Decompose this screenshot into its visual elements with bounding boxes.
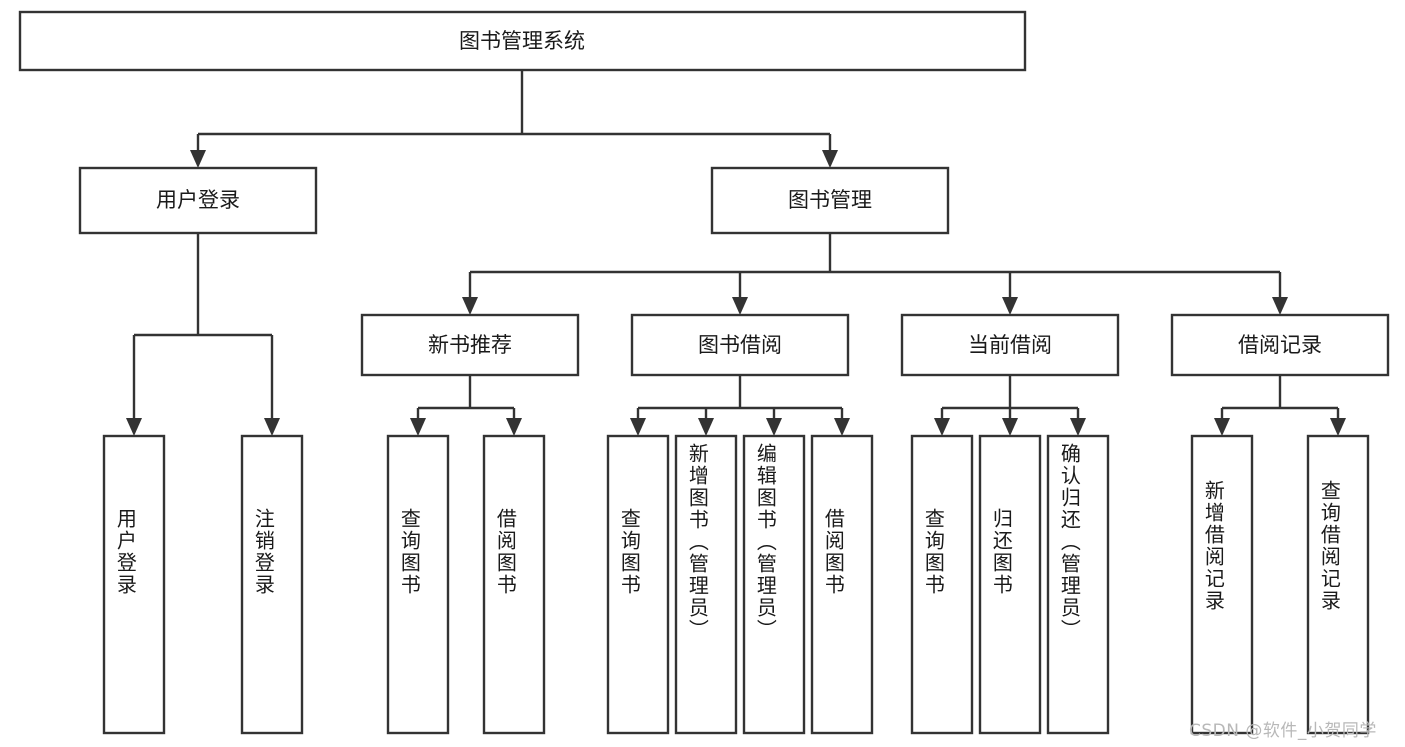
leaf-box-edit-book[interactable]	[742, 434, 806, 735]
leaf-label-logout-login: 注销登录	[251, 508, 276, 596]
arrow-head-icon	[190, 150, 206, 168]
leaf-box-user-login[interactable]	[102, 434, 166, 735]
leaf-label-query-book-1: 查询图书	[397, 508, 422, 596]
arrow-head-icon	[934, 418, 950, 436]
leaf-box-query-record[interactable]	[1306, 434, 1370, 735]
connector-book-borrow-to-leaves	[630, 375, 850, 436]
book-borrow-box	[630, 313, 850, 377]
leaf-box-add-book[interactable]	[674, 434, 738, 735]
arrow-head-icon	[822, 150, 838, 168]
root-label: 图书管理系统	[459, 29, 585, 53]
arrow-head-icon	[462, 297, 478, 315]
arrow-head-icon	[410, 418, 426, 436]
leaf-label-return-book: 归还图书	[989, 508, 1014, 596]
leaf-box-confirm-return[interactable]	[1046, 434, 1110, 735]
leaf-label-query-book-3: 查询图书	[921, 508, 946, 596]
leaf-box-borrow-book-2[interactable]	[810, 434, 874, 735]
node-borrow-record[interactable]: 借阅记录	[1170, 313, 1390, 377]
arrow-head-icon	[1214, 418, 1230, 436]
arrow-head-icon	[264, 418, 280, 436]
connector-book-management-to-level3	[462, 233, 1288, 315]
node-root[interactable]: 图书管理系统	[18, 10, 1027, 72]
arrow-head-icon	[1070, 418, 1086, 436]
connector-new-book-recommend-to-leaves	[410, 375, 522, 436]
connector-root-to-level2	[190, 70, 838, 168]
leaf-label-borrow-book-1: 借阅图书	[493, 508, 518, 596]
node-book-management[interactable]: 图书管理	[710, 166, 950, 235]
leaf-label-query-book-2: 查询图书	[617, 508, 642, 596]
current-borrow-label: 当前借阅	[968, 333, 1052, 357]
arrow-head-icon	[1002, 297, 1018, 315]
arrow-head-icon	[732, 297, 748, 315]
arrow-head-icon	[630, 418, 646, 436]
leaf-box-query-book-2[interactable]	[606, 434, 670, 735]
leaf-box-query-book-1[interactable]	[386, 434, 450, 735]
arrow-head-icon	[1002, 418, 1018, 436]
node-user-login[interactable]: 用户登录	[78, 166, 318, 235]
arrow-head-icon	[834, 418, 850, 436]
node-new-book-recommend[interactable]: 新书推荐	[360, 313, 580, 377]
leaf-label-confirm-return: 确认归还（管理员）	[1057, 443, 1082, 641]
leaf-label-user-login: 用户登录	[113, 508, 138, 596]
node-book-borrow[interactable]: 图书借阅	[630, 313, 850, 377]
new-book-recommend-box	[360, 313, 580, 377]
current-borrow-box	[900, 313, 1120, 377]
leaf-box-query-book-3[interactable]	[910, 434, 974, 735]
connector-current-borrow-to-leaves	[934, 375, 1086, 436]
node-current-borrow[interactable]: 当前借阅	[900, 313, 1120, 377]
leaf-label-add-record: 新增借阅记录	[1201, 480, 1226, 612]
arrow-head-icon	[698, 418, 714, 436]
arrow-head-icon	[1330, 418, 1346, 436]
arrow-head-icon	[766, 418, 782, 436]
borrow-record-label: 借阅记录	[1238, 333, 1322, 357]
watermark-label: CSDN @软件_小贺同学	[1189, 721, 1377, 741]
arrow-head-icon	[506, 418, 522, 436]
arrow-head-icon	[1272, 297, 1288, 315]
connector-user-login-to-leaves	[126, 233, 280, 436]
user-login-label: 用户登录	[156, 188, 240, 212]
new-book-recommend-label: 新书推荐	[428, 333, 512, 357]
leaf-box-borrow-book-1[interactable]	[482, 434, 546, 735]
connector-borrow-record-to-leaves	[1214, 375, 1346, 436]
leaf-label-query-record: 查询借阅记录	[1317, 480, 1342, 612]
book-borrow-label: 图书借阅	[698, 333, 782, 357]
leaf-label-add-book: 新增图书（管理员）	[685, 443, 710, 641]
leaf-box-logout-login[interactable]	[240, 434, 304, 735]
book-management-label: 图书管理	[788, 188, 872, 212]
leaf-label-borrow-book-2: 借阅图书	[821, 508, 846, 596]
arrow-head-icon	[126, 418, 142, 436]
leaf-box-return-book[interactable]	[978, 434, 1042, 735]
leaf-box-add-record[interactable]	[1190, 434, 1254, 735]
leaf-label-edit-book: 编辑图书（管理员）	[753, 443, 778, 641]
root-box	[18, 10, 1027, 72]
